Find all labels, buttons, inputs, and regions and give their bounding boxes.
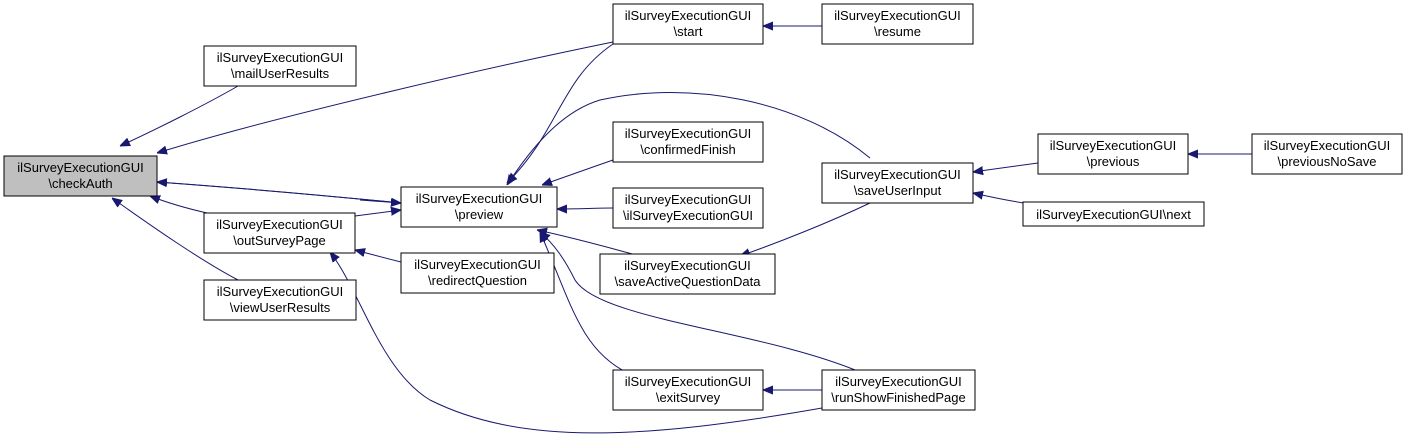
node-exitSurvey-line1: ilSurveyExecutionGUI	[625, 374, 751, 389]
node-checkAuth-line2: \checkAuth	[48, 176, 112, 191]
edge-checkAuth-preview	[156, 181, 402, 204]
edge-confirmedFinish-preview	[542, 159, 614, 185]
edge-saveUserInput-preview	[507, 92, 871, 185]
node-saveUserInput[interactable]: ilSurveyExecutionGUI \saveUserInput	[821, 162, 974, 204]
node-resume-line2: \resume	[874, 24, 921, 39]
node-previousNoSave[interactable]: ilSurveyExecutionGUI \previousNoSave	[1251, 133, 1403, 175]
node-preview[interactable]: ilSurveyExecutionGUI \preview	[400, 186, 558, 228]
node-ctor[interactable]: ilSurveyExecutionGUI \ilSurveyExecutionG…	[612, 187, 764, 229]
edge-start-preview	[507, 43, 614, 183]
node-redirectQuestion-line1: ilSurveyExecutionGUI	[414, 257, 540, 272]
node-outSurveyPage-line1: ilSurveyExecutionGUI	[216, 217, 342, 232]
edge-next-saveUserInput	[973, 193, 1031, 205]
node-runShowFinishedPage-line1: ilSurveyExecutionGUI	[835, 374, 961, 389]
node-start-line1: ilSurveyExecutionGUI	[625, 8, 751, 23]
node-mailUserResults-line2: \mailUserResults	[231, 66, 330, 81]
node-viewUserResults-line2: \viewUserResults	[230, 300, 331, 315]
node-saveUserInput-line2: \saveUserInput	[854, 183, 942, 198]
node-outSurveyPage[interactable]: ilSurveyExecutionGUI \outSurveyPage	[203, 212, 356, 254]
node-confirmedFinish-line2: \confirmedFinish	[640, 142, 735, 157]
node-preview-line1: ilSurveyExecutionGUI	[416, 191, 542, 206]
node-exitSurvey[interactable]: ilSurveyExecutionGUI \exitSurvey	[612, 369, 764, 411]
node-ctor-line2: \ilSurveyExecutionGUI	[623, 208, 753, 223]
node-mailUserResults[interactable]: ilSurveyExecutionGUI \mailUserResults	[203, 45, 357, 87]
node-preview-line2: \preview	[455, 207, 504, 222]
edge-saveActiveQuestionData-preview	[537, 230, 641, 257]
node-next[interactable]: ilSurveyExecutionGUI\next	[1022, 201, 1205, 227]
node-viewUserResults[interactable]: ilSurveyExecutionGUI \viewUserResults	[203, 279, 357, 321]
node-viewUserResults-line1: ilSurveyExecutionGUI	[217, 284, 343, 299]
edge-ctor-preview	[557, 208, 614, 209]
node-saveActiveQuestionData-line2: \saveActiveQuestionData	[615, 274, 762, 289]
edge-mailUserResults-checkAuth	[120, 85, 239, 146]
edges	[112, 26, 1253, 434]
node-start-line2: \start	[674, 24, 703, 39]
node-confirmedFinish[interactable]: ilSurveyExecutionGUI \confirmedFinish	[612, 121, 764, 163]
node-saveActiveQuestionData[interactable]: ilSurveyExecutionGUI \saveActiveQuestion…	[599, 253, 776, 295]
edge-redirectQuestion-outSurveyPage	[355, 250, 402, 263]
edge-outSurveyPage-checkAuth	[150, 196, 208, 214]
nodes: ilSurveyExecutionGUI \checkAuth ilSurvey…	[3, 3, 1403, 411]
node-resume[interactable]: ilSurveyExecutionGUI \resume	[821, 3, 974, 45]
edge-saveUserInput-saveActiveQuestionData	[740, 202, 871, 256]
node-checkAuth-line1: ilSurveyExecutionGUI	[17, 160, 143, 175]
node-exitSurvey-line2: \exitSurvey	[656, 390, 721, 405]
edge-outSurveyPage-preview	[354, 210, 401, 217]
node-mailUserResults-line1: ilSurveyExecutionGUI	[217, 50, 343, 65]
node-previous-line2: \previous	[1087, 154, 1140, 169]
edge-previous-saveUserInput	[973, 162, 1039, 172]
node-start[interactable]: ilSurveyExecutionGUI \start	[612, 3, 764, 45]
node-runShowFinishedPage[interactable]: ilSurveyExecutionGUI \runShowFinishedPag…	[821, 369, 976, 411]
edge-runShowFinishedPage-outSurveyPage	[330, 252, 823, 434]
node-runShowFinishedPage-line2: \runShowFinishedPage	[831, 390, 965, 405]
node-ctor-line1: ilSurveyExecutionGUI	[625, 192, 751, 207]
node-saveUserInput-line1: ilSurveyExecutionGUI	[834, 167, 960, 182]
node-checkAuth[interactable]: ilSurveyExecutionGUI \checkAuth	[3, 155, 158, 197]
edge-runShowFinishedPage-preview	[540, 232, 861, 373]
edge-start-checkAuth	[157, 41, 614, 153]
node-outSurveyPage-line2: \outSurveyPage	[233, 233, 326, 248]
node-previousNoSave-line1: ilSurveyExecutionGUI	[1264, 138, 1390, 153]
node-confirmedFinish-line1: ilSurveyExecutionGUI	[625, 126, 751, 141]
node-redirectQuestion-line2: \redirectQuestion	[428, 273, 527, 288]
node-previousNoSave-line2: \previousNoSave	[1278, 154, 1377, 169]
edge-checkAuth-preview-arrow	[359, 200, 401, 203]
node-saveActiveQuestionData-line1: ilSurveyExecutionGUI	[624, 258, 750, 273]
node-redirectQuestion[interactable]: ilSurveyExecutionGUI \redirectQuestion	[400, 252, 555, 294]
edge-viewUserResults-checkAuth	[112, 198, 239, 281]
node-next-line1: ilSurveyExecutionGUI\next	[1036, 207, 1191, 222]
node-resume-line1: ilSurveyExecutionGUI	[834, 8, 960, 23]
node-previous-line1: ilSurveyExecutionGUI	[1050, 138, 1176, 153]
node-previous[interactable]: ilSurveyExecutionGUI \previous	[1037, 133, 1189, 175]
